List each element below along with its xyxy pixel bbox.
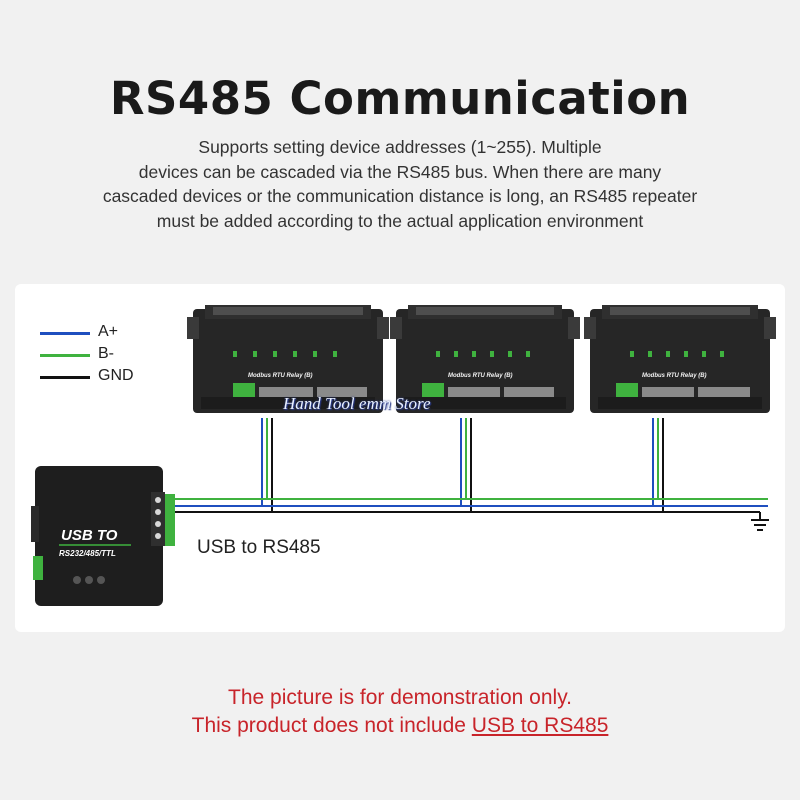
description-line: Supports setting device addresses (1~255… <box>198 137 602 157</box>
usb-converter: USB TO RS232/485/TTL <box>31 466 175 606</box>
notice-line2-link: USB to RS485 <box>471 714 609 737</box>
notice-line2: This product does not include USB to RS4… <box>0 712 800 740</box>
disclaimer-notice: The picture is for demonstration only. T… <box>0 684 800 740</box>
legend-swatch-b <box>40 354 90 357</box>
description: Supports setting device addresses (1~255… <box>60 135 740 233</box>
legend-label: GND <box>98 367 134 384</box>
converter-line2: RS232/485/TTL <box>59 549 116 558</box>
legend-swatch-a <box>40 332 90 335</box>
legend-label: B- <box>98 345 114 362</box>
wire-drops <box>261 418 664 512</box>
description-line: cascaded devices or the communication di… <box>102 186 698 206</box>
legend-swatch-gnd <box>40 376 90 379</box>
description-line: must be added according to the actual ap… <box>156 210 644 231</box>
legend-label: A+ <box>98 323 119 340</box>
usb-to-rs485-label: USB to RS485 <box>197 537 321 558</box>
relay-device-1: Modbus RTU Relay (B) <box>187 305 389 413</box>
rs485-bus <box>162 498 768 513</box>
description-line: devices can be cascaded via the RS485 bu… <box>138 161 662 182</box>
relay-device-3: Modbus RTU Relay (B) <box>584 305 776 413</box>
notice-line1: The picture is for demonstration only. <box>228 686 572 709</box>
notice-line2-prefix: This product does not include <box>191 714 472 737</box>
device-label: Modbus RTU Relay (B) <box>248 373 313 379</box>
page-title: RS485 Communication <box>109 72 691 125</box>
relay-device-2: Modbus RTU Relay (B) <box>390 305 580 413</box>
device-label: Modbus RTU Relay (B) <box>448 373 513 379</box>
device-label: Modbus RTU Relay (B) <box>642 373 707 379</box>
watermark: Hand Tool emm Store <box>283 394 431 413</box>
converter-line1: USB TO <box>61 527 118 544</box>
ground-icon <box>751 512 769 531</box>
